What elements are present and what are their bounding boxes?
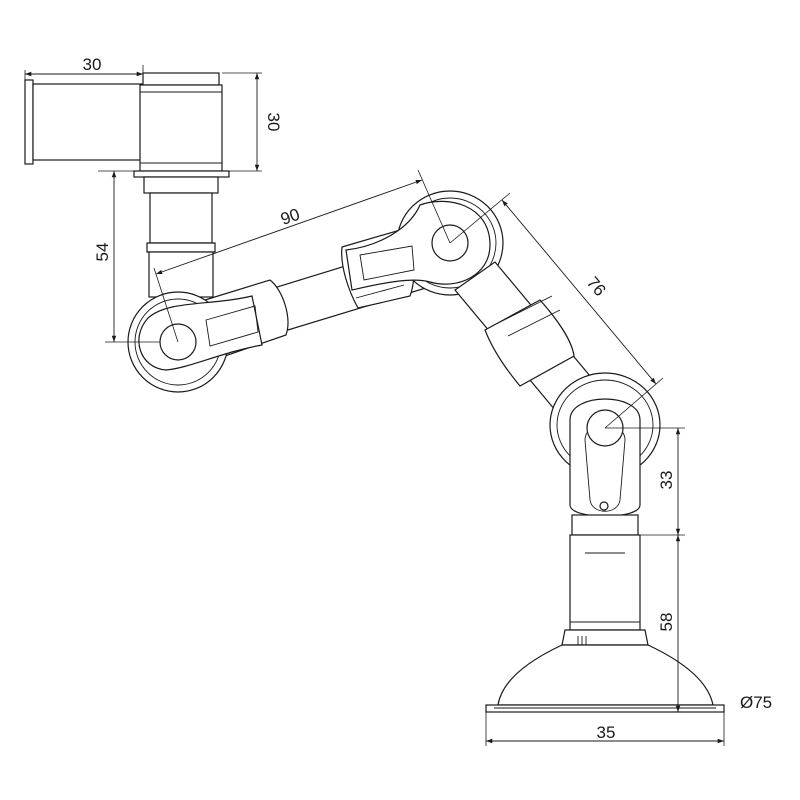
dim-base-width: 35 <box>485 712 725 746</box>
dim-suction-diameter: Ø75 <box>740 693 772 712</box>
dim-label-clamp-width: 30 <box>83 55 102 74</box>
upper-post <box>146 192 216 298</box>
dim-label-clamp-height: 30 <box>264 113 283 132</box>
base-post <box>561 534 649 646</box>
dim-upper-post: 54 <box>93 170 160 343</box>
clamp-body <box>24 72 230 194</box>
dim-label-second-arm: 76 <box>583 273 610 300</box>
lower-joint <box>549 372 661 536</box>
dim-base-post: 58 <box>640 535 685 713</box>
dim-label-base-post: 58 <box>657 613 676 632</box>
dim-clamp-height: 30 <box>222 72 283 172</box>
dim-clamp-width: 30 <box>24 55 144 80</box>
dim-label-first-arm: 90 <box>278 205 302 229</box>
dim-label-suction-diameter: Ø75 <box>740 693 772 712</box>
dim-label-base-width: 35 <box>597 723 616 742</box>
suction-cup <box>485 644 725 713</box>
dim-lower-joint: 33 <box>605 427 685 536</box>
dim-label-upper-post: 54 <box>93 243 112 262</box>
dim-label-lower-joint: 33 <box>657 471 676 490</box>
